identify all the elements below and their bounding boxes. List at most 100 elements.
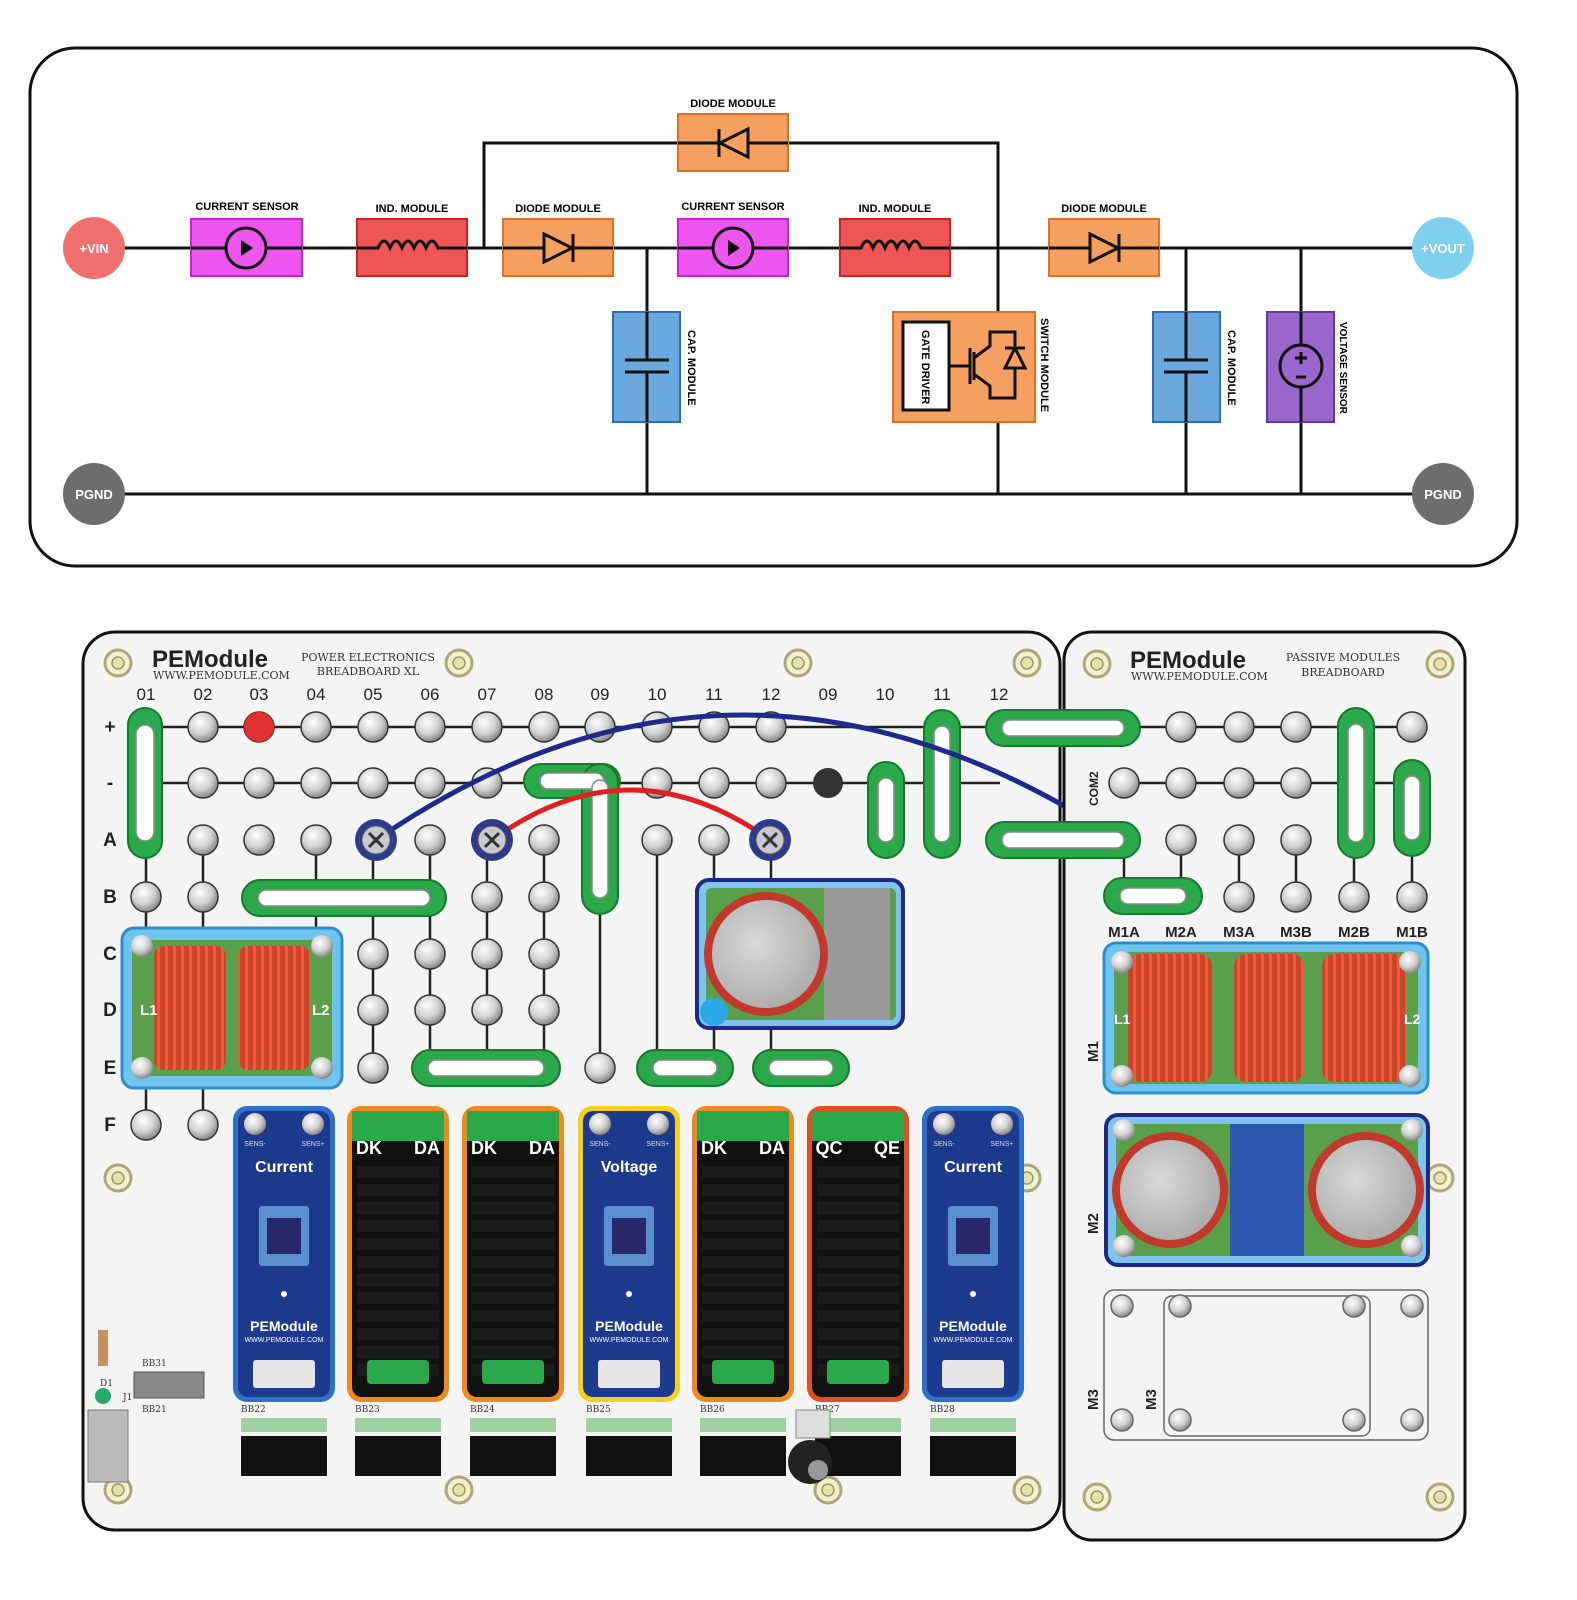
voltage-module[interactable]: SENS-SENS+VoltagePEModuleWWW.PEMODULE.CO… [578,1106,680,1476]
chip-label: BB24 [470,1405,495,1415]
breadboard-peg[interactable] [130,1109,162,1141]
breadboard-peg[interactable] [698,824,730,856]
column-label: 03 [250,685,269,704]
module-pin-label: DK [701,1138,727,1158]
current-2-module[interactable]: SENS-SENS+CurrentPEModuleWWW.PEMODULE.CO… [922,1106,1024,1476]
red-terminal-peg[interactable] [244,712,274,742]
diode-module-top: DIODE MODULE [677,98,789,172]
breadboard-peg[interactable] [1165,824,1197,856]
module-pin-label: DK [471,1138,497,1158]
breadboard-peg[interactable] [1280,824,1312,856]
module-pin-label: DA [759,1138,785,1158]
breadboard-peg[interactable] [755,767,787,799]
breadboard-peg[interactable] [187,767,219,799]
breadboard-peg[interactable] [528,881,560,913]
breadboard-peg[interactable] [1280,881,1312,913]
breadboard-peg[interactable] [414,994,446,1026]
breadboard-peg[interactable] [471,994,503,1026]
capacitor-module[interactable] [695,878,905,1030]
breadboard-peg[interactable] [471,938,503,970]
breadboard-peg[interactable] [641,711,673,743]
slot-label: M2B [1338,924,1370,941]
breadboard-peg[interactable] [1223,881,1255,913]
svg-text:GATE DRIVER: GATE DRIVER [919,330,931,404]
svg-text:SWITCH MODULE: SWITCH MODULE [1038,318,1050,412]
breadboard-peg[interactable] [1223,711,1255,743]
breadboard-peg[interactable] [130,881,162,913]
breadboard-peg[interactable] [1280,711,1312,743]
chip-label: BB22 [241,1405,266,1415]
breadboard-peg[interactable] [243,767,275,799]
m1-inductor-module[interactable]: L1 L2 [1102,941,1430,1095]
breadboard-peg[interactable] [1165,767,1197,799]
column-label: 05 [364,685,383,704]
svg-text:SENS-: SENS- [933,1141,955,1148]
column-label: 12 [762,685,781,704]
inductor-icon [840,239,950,252]
breadboard-peg[interactable] [414,938,446,970]
breadboard-peg[interactable] [357,711,389,743]
breadboard-peg[interactable] [1396,711,1428,743]
m3-side-label-b: M3 [1143,1389,1160,1410]
breadboard-peg[interactable] [1280,767,1312,799]
breadboard-peg[interactable] [1223,767,1255,799]
breadboard-peg[interactable] [1108,767,1140,799]
cap-module-1: CAP. MODULE [612,311,697,423]
diode-module-1: DIODE MODULE [502,203,614,277]
current-source-icon [728,240,740,256]
switch-module[interactable]: QCQEBB27 [807,1106,909,1476]
pgnd-node-left: PGND [63,463,125,525]
breadboard-peg[interactable] [528,994,560,1026]
row-label: E [104,1058,117,1079]
row-label: F [104,1115,116,1136]
breadboard-peg[interactable] [641,824,673,856]
breadboard-peg[interactable] [698,767,730,799]
breadboard-peg[interactable] [528,824,560,856]
breadboard-peg[interactable] [414,711,446,743]
breadboard-peg[interactable] [471,881,503,913]
row-label: A [103,830,117,851]
breadboard-peg[interactable] [187,881,219,913]
breadboard-peg[interactable] [187,1109,219,1141]
breadboard-peg[interactable] [528,938,560,970]
board-url: WWW.PEMODULE.COM [153,669,290,682]
module-pin-label: QE [874,1138,900,1158]
breadboard-peg[interactable] [300,767,332,799]
com2-label: COM2 [1087,771,1101,806]
svg-text:WWW.PEMODULE.COM: WWW.PEMODULE.COM [245,1337,324,1344]
breadboard-peg[interactable] [300,824,332,856]
breadboard-peg[interactable] [187,824,219,856]
diode-2-module[interactable]: DK DA BB24 [462,1106,564,1476]
breadboard-peg[interactable] [414,824,446,856]
cap-module-2: CAP. MODULE [1152,311,1237,423]
breadboard-peg[interactable] [584,1052,616,1084]
breadboard-peg[interactable] [357,938,389,970]
breadboard-peg[interactable] [187,711,219,743]
breadboard-peg[interactable] [1223,824,1255,856]
breadboard-peg[interactable] [414,767,446,799]
svg-text:WWW.PEMODULE.COM: WWW.PEMODULE.COM [934,1337,1013,1344]
inductor-module-l1-l2[interactable]: L1 L2 [120,926,344,1090]
breadboard-peg[interactable] [755,711,787,743]
ind-module-2: IND. MODULE [839,203,951,277]
breadboard-peg[interactable] [1396,881,1428,913]
black-terminal-peg[interactable] [813,768,843,798]
breadboard-peg[interactable] [698,711,730,743]
breadboard-peg[interactable] [357,767,389,799]
breadboard-peg[interactable] [528,711,560,743]
slot-label: M1B [1396,924,1428,941]
breadboard-peg[interactable] [243,824,275,856]
breadboard-peg[interactable] [357,1052,389,1084]
m2-capacitor-module[interactable] [1104,1113,1430,1267]
module-pin-label: DA [529,1138,555,1158]
breadboard-peg[interactable] [357,994,389,1026]
breadboard-peg[interactable] [471,711,503,743]
board-title: POWER ELECTRONICS [301,651,435,664]
breadboard-peg[interactable] [1338,881,1370,913]
breadboard-peg[interactable] [300,711,332,743]
current-1-module[interactable]: SENS-SENS+CurrentPEModuleWWW.PEMODULE.CO… [233,1106,335,1476]
column-label: 02 [194,685,213,704]
breadboard-peg[interactable] [1165,711,1197,743]
